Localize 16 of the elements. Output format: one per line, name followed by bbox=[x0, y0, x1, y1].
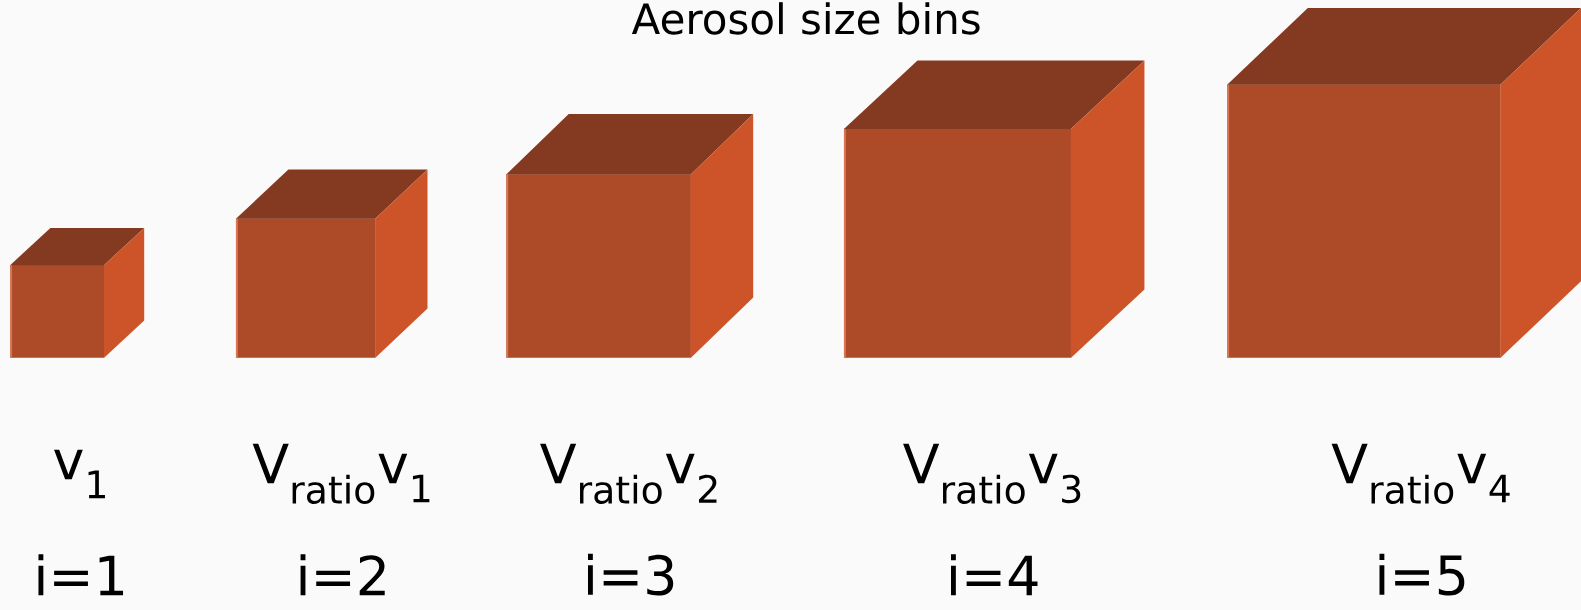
cube bbox=[235, 169, 428, 359]
title: Aerosol size bins bbox=[631, 2, 980, 35]
volume-formula: V$_{ratio}$v$_{3}$ bbox=[903, 443, 1081, 504]
bin-index: i=4 bbox=[951, 554, 1038, 596]
volume-formula: V$_{ratio}$v$_{2}$ bbox=[540, 443, 717, 504]
cube bbox=[1227, 8, 1581, 359]
cube bbox=[10, 227, 145, 359]
bin-index: i=3 bbox=[588, 553, 674, 596]
volume-formula: V$_{ratio}$v$_{4}$ bbox=[1331, 443, 1510, 504]
cube bbox=[506, 113, 754, 359]
volume-formula: v$_{1}$ bbox=[54, 449, 105, 499]
bin-index: i=5 bbox=[1379, 553, 1465, 596]
cube bbox=[843, 60, 1145, 359]
bin-index: i=2 bbox=[300, 554, 385, 596]
bin-index: i=1 bbox=[38, 554, 124, 596]
volume-formula: V$_{ratio}$v$_{1}$ bbox=[252, 443, 430, 504]
